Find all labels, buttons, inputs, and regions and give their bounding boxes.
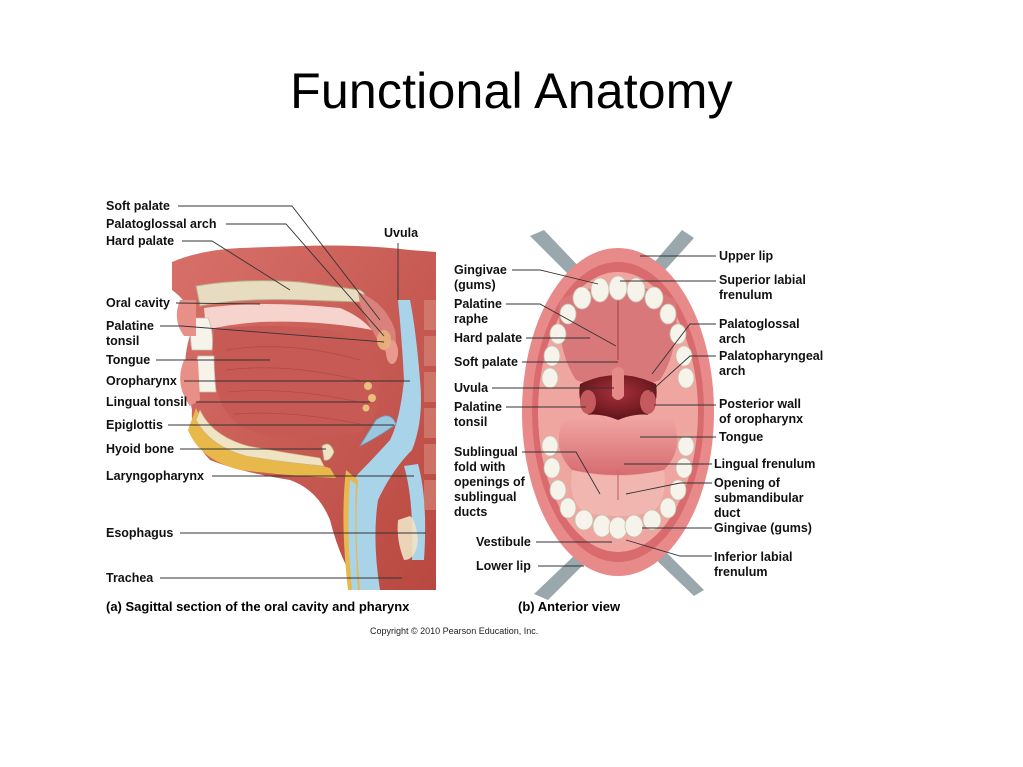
anterior-view-illustration [522, 230, 714, 600]
label-epiglottis-a: Epiglottis [106, 418, 163, 432]
caption-panel-b: (b) Anterior view [518, 599, 621, 614]
label-upper-lip-b: Upper lip [719, 249, 774, 263]
lower-teeth [541, 435, 695, 540]
label-palatine-raphe-b-line2: raphe [454, 312, 489, 326]
panel-b-leader-lines [492, 255, 716, 567]
label-oropharynx-a: Oropharynx [106, 374, 177, 388]
label-hard-palate-b: Hard palate [454, 331, 523, 345]
copyright-notice: Copyright © 2010 Pearson Education, Inc. [370, 626, 539, 636]
retractor-bottom-left [534, 552, 588, 600]
sagittal-section-illustration [172, 245, 436, 590]
label-palatopharyngeal-arch-line2: arch [719, 364, 746, 378]
label-superior-frenulum-line2: frenulum [719, 288, 773, 302]
label-hard-palate-a: Hard palate [106, 234, 175, 248]
label-gingivae-gums-b: Gingivae (gums) [714, 521, 812, 535]
uvula-anterior-shape [612, 367, 624, 400]
label-tongue-a: Tongue [106, 353, 151, 367]
label-palatoglossal-arch-a: Palatoglossal arch [106, 217, 217, 231]
tongue-shape [212, 326, 380, 438]
label-superior-frenulum-line1: Superior labial [719, 273, 806, 287]
label-submandibular-line3: duct [714, 506, 741, 520]
label-vestibule-b: Vestibule [476, 535, 531, 549]
label-soft-palate-a: Soft palate [106, 199, 170, 213]
retractor-bottom-right [652, 548, 704, 596]
label-tongue-b: Tongue [719, 430, 764, 444]
label-sublingual-fold-line4: sublingual [454, 490, 517, 504]
label-hyoid-bone-a: Hyoid bone [106, 442, 175, 456]
label-trachea-a: Trachea [106, 571, 154, 585]
label-soft-palate-b: Soft palate [454, 355, 518, 369]
slide-title: Functional Anatomy [290, 63, 733, 119]
label-sublingual-fold-line1: Sublingual [454, 445, 518, 459]
label-inferior-frenulum-line2: frenulum [714, 565, 768, 579]
retractor-top-left [530, 230, 584, 280]
label-palatine-raphe-b-line1: Palatine [454, 297, 502, 311]
label-submandibular-line1: Opening of [714, 476, 780, 490]
label-gingivae-b-line1: Gingivae [454, 263, 507, 277]
pharynx-airway [347, 300, 421, 590]
label-lingual-frenulum-b: Lingual frenulum [714, 457, 816, 471]
label-posterior-wall-line1: Posterior wall [719, 397, 801, 411]
label-esophagus-a: Esophagus [106, 526, 174, 540]
label-lower-lip-b: Lower lip [476, 559, 531, 573]
label-palatine-tonsil-b-line2: tonsil [454, 415, 488, 429]
label-laryngopharynx-a: Laryngopharynx [106, 469, 204, 483]
mandible-bone [195, 409, 325, 467]
label-posterior-wall-line2: of oropharynx [719, 412, 804, 426]
label-uvula-a: Uvula [384, 226, 419, 240]
label-gingivae-b-line2: (gums) [454, 278, 496, 292]
label-uvula-b: Uvula [454, 381, 489, 395]
label-submandibular-line2: submandibular [714, 491, 804, 505]
label-palatopharyngeal-arch-line1: Palatopharyngeal [719, 349, 824, 363]
caption-panel-a: (a) Sagittal section of the oral cavity … [106, 599, 410, 614]
label-lingual-tonsil-a: Lingual tonsil [106, 395, 188, 409]
oral-cavity-space [204, 304, 372, 330]
label-oral-cavity-a: Oral cavity [106, 296, 170, 310]
fat-layer [188, 408, 336, 478]
label-palatoglossal-arch-b-line1: Palatoglossal [719, 317, 800, 331]
label-palatine-tonsil-a-line2: tonsil [106, 334, 140, 348]
label-palatine-tonsil-a-line1: Palatine [106, 319, 154, 333]
label-inferior-frenulum-line1: Inferior labial [714, 550, 793, 564]
tongue-anterior-shape [558, 414, 678, 475]
label-palatine-tonsil-b-line1: Palatine [454, 400, 502, 414]
upper-teeth [541, 275, 695, 389]
label-sublingual-fold-line3: openings of [454, 475, 525, 489]
label-sublingual-fold-line5: ducts [454, 505, 488, 519]
label-palatoglossal-arch-b-line2: arch [719, 332, 746, 346]
panel-a-leader-lines [156, 205, 426, 579]
label-sublingual-fold-line2: fold with [454, 460, 506, 474]
